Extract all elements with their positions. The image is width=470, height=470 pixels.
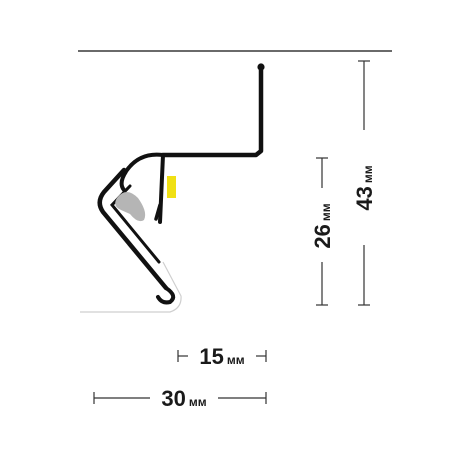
profile-wall-and-shelf (160, 65, 264, 158)
dimension-width-outer: 30 мм (93, 386, 267, 411)
led-strip (167, 176, 176, 198)
mounting-surface-outline (80, 261, 182, 313)
profile-upper-arch (119, 152, 165, 192)
height-outer-value: 43 (352, 186, 377, 210)
height-outer-unit: мм (361, 165, 375, 183)
dimension-height-outer: 43 мм (352, 60, 377, 306)
profile-inner-web (158, 153, 165, 224)
svg-text:26мм: 26 мм (310, 203, 335, 248)
dimension-height-inner: 26 мм (310, 157, 335, 306)
diffuser-insert (115, 192, 146, 222)
dimension-width-inner: 15 мм (177, 344, 267, 369)
width-inner-unit: мм (227, 353, 245, 367)
height-inner-unit: мм (319, 203, 333, 221)
profile-bottom-hook (156, 286, 176, 305)
svg-text:43мм: 43 мм (352, 165, 377, 210)
profile-outer-diagonal (97, 167, 169, 291)
height-inner-value: 26 (310, 224, 335, 248)
aluminium-profile (97, 63, 265, 305)
width-outer-unit: мм (189, 395, 207, 409)
profile-inner-hook (154, 203, 162, 221)
width-inner-value: 15 (199, 344, 223, 369)
profile-channel-wall (109, 184, 161, 264)
width-outer-value: 30 (161, 386, 185, 411)
